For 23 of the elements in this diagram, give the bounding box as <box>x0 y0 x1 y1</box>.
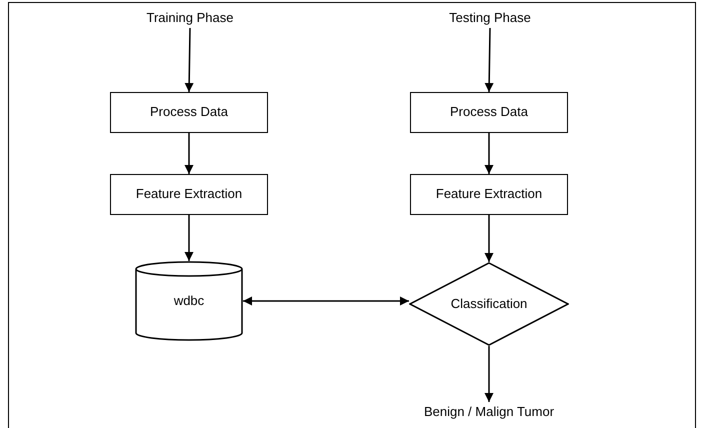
arrow <box>243 296 409 306</box>
node-label: Classification <box>450 296 528 312</box>
arrow <box>184 28 194 92</box>
database-cylinder <box>135 261 243 341</box>
arrow <box>484 215 494 262</box>
arrow <box>184 133 194 174</box>
node-label: Process Data <box>150 104 228 121</box>
phase-label: Training Phase <box>146 10 234 26</box>
arrow <box>184 215 194 261</box>
arrow <box>484 133 494 174</box>
node-label: Feature Extraction <box>136 186 242 203</box>
phase-label: Benign / Malign Tumor <box>424 404 554 420</box>
node-label: Process Data <box>450 104 528 121</box>
node-label: Feature Extraction <box>436 186 542 203</box>
process-box <box>410 174 568 215</box>
decision-diamond <box>409 262 569 346</box>
process-box <box>410 92 568 133</box>
node-label: wdbc <box>174 292 204 310</box>
arrow <box>484 28 494 92</box>
process-box <box>110 174 268 215</box>
arrow <box>484 346 494 402</box>
phase-label: Testing Phase <box>449 10 531 26</box>
process-box <box>110 92 268 133</box>
